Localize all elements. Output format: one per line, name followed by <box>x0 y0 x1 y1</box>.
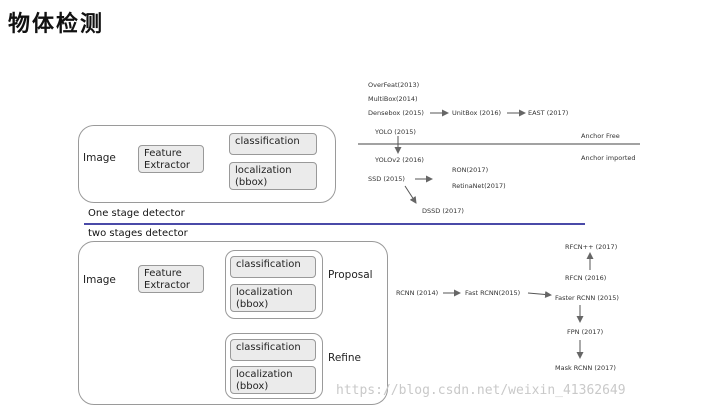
timeline-anchor-imported: Anchor imported <box>581 154 636 162</box>
proposal-classification-box: classification <box>230 256 316 278</box>
timeline-yolov2: YOLOv2 (2016) <box>375 156 424 164</box>
timeline-rfcnpp: RFCN++ (2017) <box>565 243 618 251</box>
timeline-east: EAST (2017) <box>528 109 569 117</box>
one-stage-localization-box: localization (bbox) <box>229 162 317 190</box>
refine-label: Refine <box>328 352 362 364</box>
timeline-fpn: FPN (2017) <box>567 328 604 336</box>
timeline-rfcn: RFCN (2016) <box>565 274 607 282</box>
two-stage-caption: two stages detector <box>88 228 188 239</box>
two-stage-image-label: Image <box>83 274 116 286</box>
refine-classification-box: classification <box>230 339 316 361</box>
timeline-unitbox: UnitBox (2016) <box>452 109 501 117</box>
timeline-faster-rcnn: Faster RCNN (2015) <box>555 294 619 302</box>
timeline-densebox: Densebox (2015) <box>368 109 424 117</box>
one-stage-feature-extractor: Feature Extractor <box>138 145 204 173</box>
one-stage-caption: One stage detector <box>88 208 185 219</box>
timeline-fast-rcnn: Fast RCNN(2015) <box>465 289 521 297</box>
proposal-label: Proposal <box>328 269 373 281</box>
two-stage-feature-extractor: Feature Extractor <box>138 265 204 293</box>
timeline-mask-rcnn: Mask RCNN (2017) <box>555 364 616 372</box>
timeline-rcnn: RCNN (2014) <box>396 289 439 297</box>
proposal-localization-box: localization (bbox) <box>230 284 316 312</box>
page-title: 物体检测 <box>8 11 105 37</box>
watermark-text: https://blog.csdn.net/weixin_41362649 <box>336 383 626 398</box>
one-stage-image-label: Image <box>83 152 116 164</box>
one-stage-classification-box: classification <box>229 133 317 155</box>
timeline-yolo: YOLO (2015) <box>375 128 416 136</box>
timeline-ssd: SSD (2015) <box>368 175 405 183</box>
timeline-dssd: DSSD (2017) <box>422 207 464 215</box>
timeline-anchor-free: Anchor Free <box>581 132 620 140</box>
timeline-ron: RON(2017) <box>452 166 489 174</box>
timeline-overfeat: OverFeat(2013) <box>368 81 420 89</box>
timeline-retinanet: RetinaNet(2017) <box>452 182 506 190</box>
refine-localization-box: localization (bbox) <box>230 366 316 394</box>
timeline-multibox: MultiBox(2014) <box>368 95 418 103</box>
